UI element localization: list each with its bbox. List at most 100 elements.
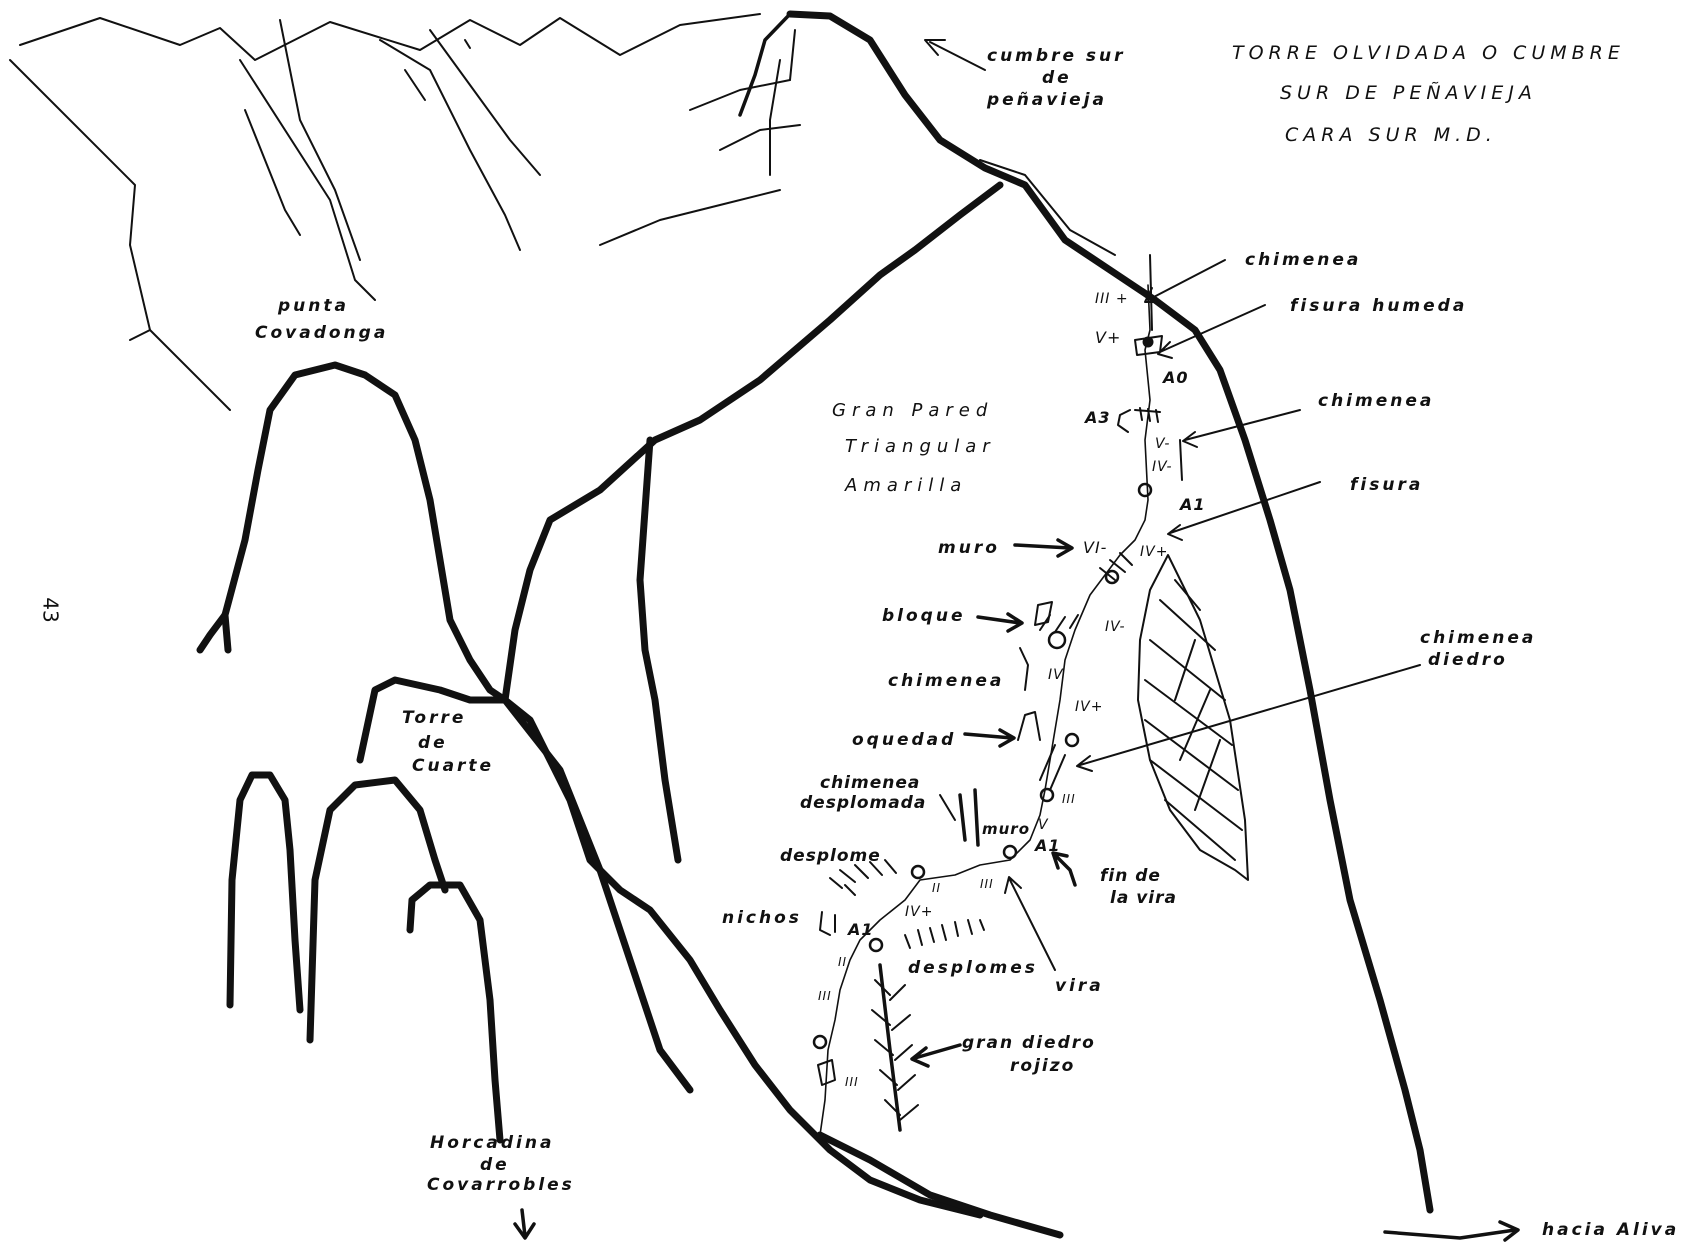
distant-ridge <box>10 60 230 410</box>
label-muro-inner: muro <box>982 822 1030 837</box>
distant-ridge <box>790 30 795 80</box>
label-oquedad: oquedad <box>852 732 956 749</box>
grade-A1-top: A1 <box>1180 497 1206 513</box>
grade-III-plus: III + <box>1095 292 1129 306</box>
label-desplome: desplome <box>780 848 881 865</box>
punta-covadonga-outline <box>225 365 505 700</box>
label-wall-3: Amarilla <box>845 477 967 495</box>
belay <box>814 1036 826 1048</box>
label-wall-1: Gran Pared <box>832 402 993 420</box>
title-line-2: SUR DE PEÑAVIEJA <box>1280 84 1537 103</box>
grade-A1-mid: A1 <box>1035 838 1061 854</box>
distant-ridge <box>380 40 520 250</box>
distant-ridge <box>20 14 760 60</box>
grade-IV-minus-b: IV- <box>1105 620 1126 634</box>
grade-V-minus: V- <box>1155 437 1170 451</box>
grade-V: V <box>1038 818 1049 832</box>
label-gran-diedro-1: gran diedro <box>962 1035 1096 1052</box>
arrow-muro <box>1015 540 1072 556</box>
desplomes-hatch <box>905 920 984 948</box>
distant-ridge <box>600 190 780 245</box>
bloque-shape <box>1035 602 1052 625</box>
slab-hatch <box>1145 580 1242 860</box>
belay <box>1004 846 1016 858</box>
arrow-desplomada <box>940 795 955 820</box>
grade-A0: A0 <box>1163 370 1189 386</box>
yellow-slab <box>1138 555 1248 880</box>
label-chimenea-desplomada-1: chimenea <box>820 775 920 792</box>
grade-IV-minus-a: IV- <box>1152 460 1173 474</box>
grade-III-c: III <box>818 990 832 1002</box>
label-wall-2: Triangular <box>845 438 996 456</box>
label-desplomes: desplomes <box>908 960 1038 977</box>
label-gran-diedro-2: rojizo <box>1010 1058 1075 1075</box>
label-chimenea-diedro-1: chimenea <box>1420 630 1536 647</box>
belay <box>1066 734 1078 746</box>
arrow-fin-vira <box>1053 853 1075 885</box>
label-chimenea-diedro-2: diedro <box>1428 652 1508 669</box>
label-punta-covadonga-2: Covadonga <box>255 325 388 342</box>
label-cumbre-sur-de: de <box>1042 70 1072 87</box>
label-horcadina-2: de <box>480 1157 510 1174</box>
belay <box>870 939 882 951</box>
chimenea-left-bracket <box>1020 648 1028 690</box>
punta-covadonga-left <box>200 615 225 650</box>
distant-ridge <box>130 330 150 340</box>
grade-VI-minus: VI- <box>1083 540 1107 556</box>
page-number: 43 <box>39 597 63 622</box>
label-horcadina-1: Horcadina <box>430 1135 554 1152</box>
label-cumbre-sur: cumbre sur <box>987 48 1126 65</box>
arrow-bloque <box>978 614 1022 631</box>
summit-arrow <box>930 42 985 70</box>
label-punta-covadonga-1: punta <box>278 298 349 315</box>
label-fin-vira-2: la vira <box>1110 890 1177 907</box>
grade-A1-low: A1 <box>848 922 874 938</box>
title-line-3: CARA SUR M.D. <box>1285 126 1497 145</box>
distant-ridge <box>405 70 425 100</box>
label-chimenea-desplomada-2: desplomada <box>800 795 926 812</box>
belay <box>1041 789 1053 801</box>
grade-III-a: III <box>1062 793 1076 805</box>
arrow-vira <box>1005 877 1055 970</box>
distant-ridge <box>720 125 800 150</box>
label-chimenea-left: chimenea <box>888 673 1004 690</box>
arrow-gran-diedro <box>912 1045 960 1066</box>
label-hacia-aliva: hacia Aliva <box>1542 1222 1679 1239</box>
label-fin-vira-1: fin de <box>1100 868 1161 885</box>
label-torre-cuarte-2: de <box>418 735 448 752</box>
aliva-arrow <box>1385 1230 1515 1238</box>
distant-ridge <box>770 60 780 175</box>
chimenea-diedro-shape <box>1040 745 1065 790</box>
distant-ridge <box>240 60 375 300</box>
route-chimney-right <box>1180 440 1182 480</box>
base-ridge <box>820 1135 1060 1235</box>
distant-ridge <box>465 40 470 48</box>
arrow-chimenea-top <box>1145 260 1225 302</box>
belay <box>1139 484 1151 496</box>
grade-III-d: III <box>845 1076 859 1088</box>
grade-III-b: III <box>980 878 994 890</box>
grade-II-a: II <box>932 882 941 894</box>
label-bloque: bloque <box>882 608 965 625</box>
chimenea-desplomada <box>960 790 978 845</box>
arrow-oquedad <box>965 730 1014 746</box>
distant-ridge <box>245 110 300 235</box>
title-line-1: TORRE OLVIDADA O CUMBRE <box>1232 44 1625 63</box>
grade-IV-plus-b: IV+ <box>1075 700 1103 714</box>
belay <box>1143 337 1153 347</box>
label-vira: vira <box>1055 978 1104 995</box>
grade-A3: A3 <box>1085 410 1111 426</box>
nichos-shape <box>820 912 835 935</box>
label-horcadina-3: Covarrobles <box>427 1177 575 1194</box>
spire-mid <box>310 780 445 1040</box>
main-ridge-left <box>740 14 790 115</box>
label-torre-cuarte-3: Cuarte <box>412 758 494 775</box>
label-fisura: fisura <box>1350 477 1423 494</box>
grade-II-b: II <box>838 956 847 968</box>
label-cumbre-sur-penavieja: peñavieja <box>987 92 1107 109</box>
label-torre-cuarte-1: Torre <box>402 710 466 727</box>
belay <box>912 866 924 878</box>
wall-inner-crack <box>640 440 678 860</box>
label-chimenea-top: chimenea <box>1245 252 1361 269</box>
